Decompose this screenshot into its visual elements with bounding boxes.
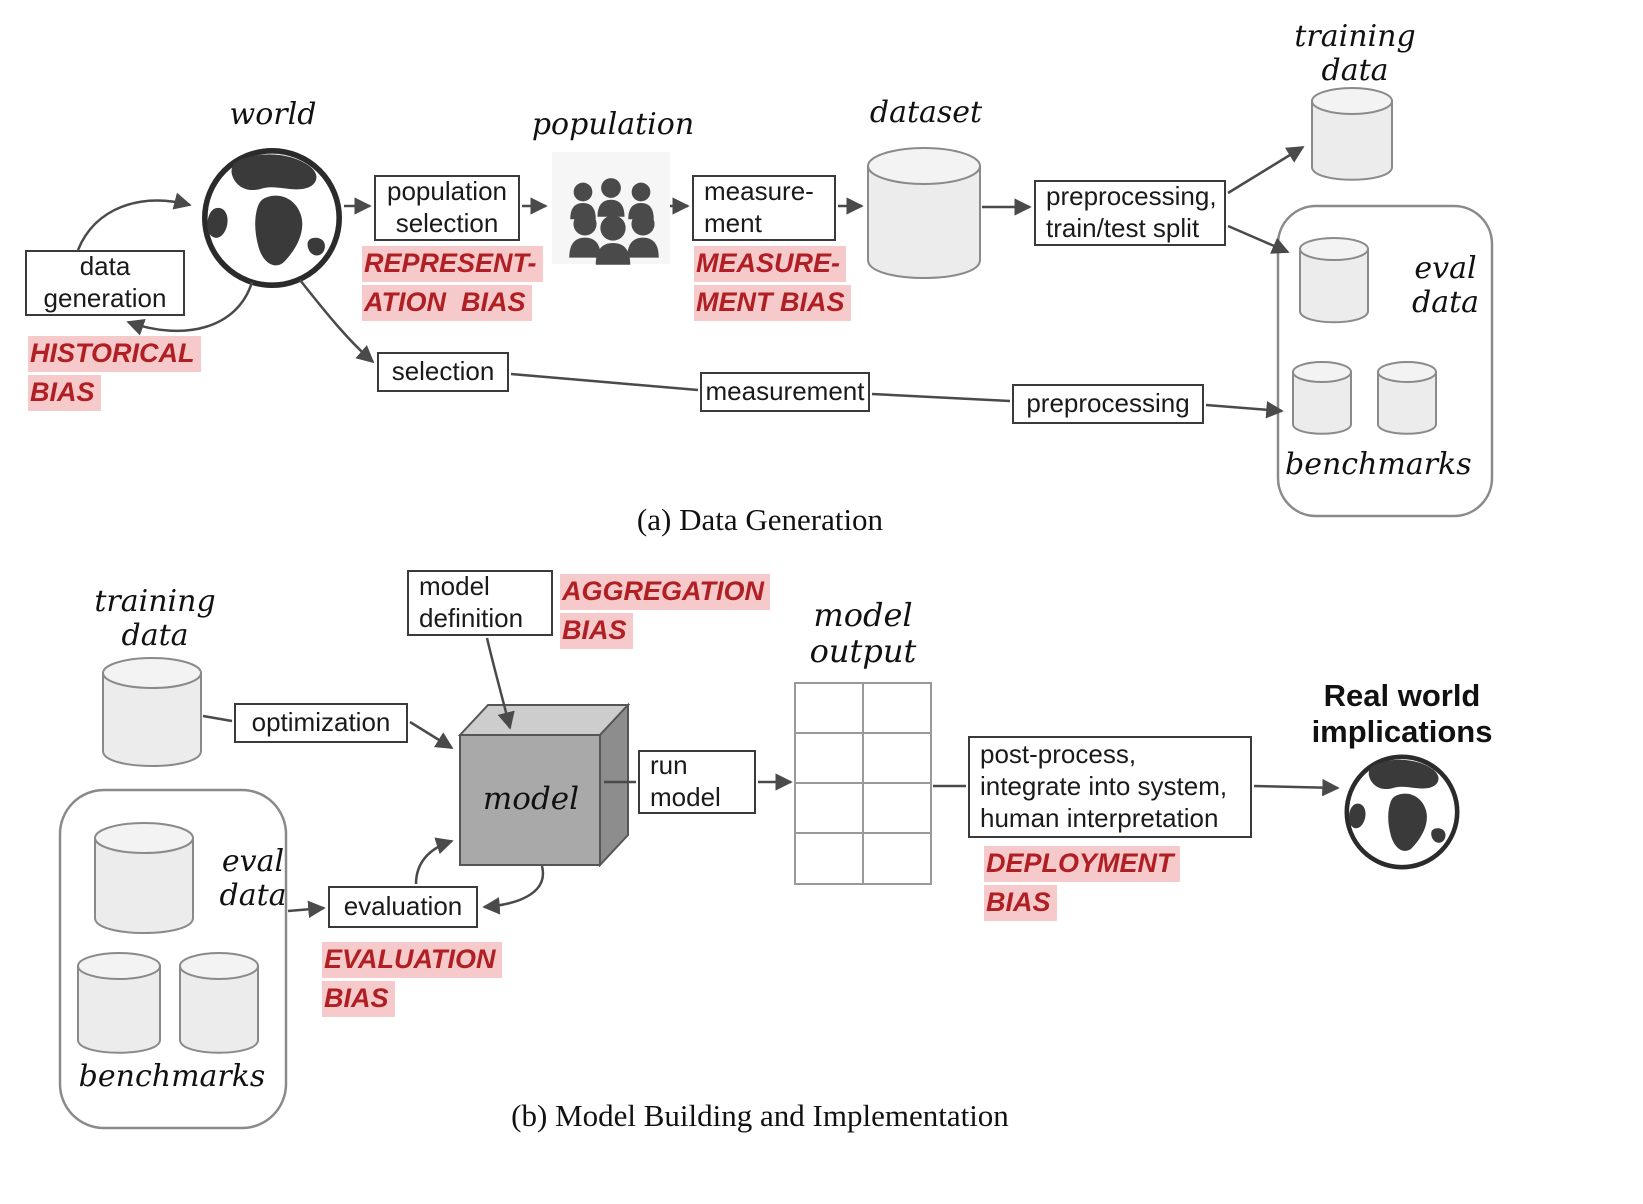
arrow-preprocessing2-to-benchmarks	[1205, 401, 1284, 419]
model-definition-box: model definition	[407, 570, 553, 636]
evaluation-box: evaluation	[328, 886, 478, 928]
arrow-modeldef-to-model	[485, 637, 515, 730]
arrow-preprocessing-to-training	[1227, 145, 1305, 195]
model-output-label: model output	[809, 596, 917, 670]
real-world-globe-icon	[1347, 757, 1457, 867]
dataset-cylinder	[867, 147, 981, 279]
world-globe-icon	[205, 151, 339, 285]
preprocessing-box: preprocessing	[1012, 384, 1204, 424]
evaluation-bias-label: EVALUATION BIAS	[322, 942, 502, 1020]
arrow-world-to-datagen	[126, 281, 254, 336]
dataset-label: dataset	[869, 95, 983, 130]
training-data-cylinder-b	[102, 657, 202, 767]
data-generation-box: data generation	[25, 250, 185, 316]
line-selection-to-measurement2	[510, 372, 699, 392]
arrow-optimization-to-model	[409, 720, 454, 750]
measurement2-box: measurement	[700, 372, 870, 412]
run-model-box: run model	[638, 750, 756, 814]
caption-b: (b) Model Building and Implementation	[511, 1098, 1009, 1133]
model-label: model	[482, 781, 580, 817]
population-label: population	[531, 107, 695, 142]
flow-arrows	[76, 145, 1340, 919]
world-label: world	[229, 97, 317, 132]
measurement-bias-label: MEASURE- MENT BIAS	[694, 246, 851, 324]
training-data-cylinder-a	[1311, 87, 1393, 181]
caption-a: (a) Data Generation	[636, 502, 884, 537]
benchmark-cylinder-b2	[179, 952, 259, 1054]
benchmark-cylinder-a2	[1377, 361, 1437, 435]
eval-data-label-b: eval data	[219, 844, 287, 913]
line-training-to-optimization	[202, 714, 233, 723]
eval-data-label-a: eval data	[1411, 251, 1480, 320]
real-world-implications-label: Real world implications	[1311, 678, 1493, 749]
arrow-model-to-evaluation	[482, 865, 545, 915]
arrow-datagen-to-world	[76, 192, 192, 251]
population-people-icon	[552, 152, 670, 265]
arrow-preprocessing-to-eval	[1227, 224, 1290, 254]
preprocessing-split-box: preprocessing, train/test split	[1034, 180, 1226, 246]
deployment-bias-label: DEPLOYMENT BIAS	[984, 846, 1180, 924]
optimization-box: optimization	[234, 703, 408, 743]
benchmarks-label-a: benchmarks	[1285, 447, 1472, 482]
representation-bias-label: REPRESENT- ATION BIAS	[362, 246, 543, 324]
historical-bias-label: HISTORICAL BIAS	[28, 336, 201, 414]
line-measurement2-to-preprocessing2	[871, 392, 1011, 403]
training-data-label-a: training data	[1294, 19, 1416, 88]
arrow-evaldata-to-evaluation	[287, 900, 326, 919]
eval-data-cylinder-b	[94, 822, 194, 934]
arrow-postprocess-to-realworld	[1253, 778, 1340, 797]
eval-data-cylinder-a	[1299, 237, 1369, 324]
selection-box: selection	[377, 352, 509, 392]
arrow-world-to-selection	[299, 279, 375, 364]
benchmark-cylinder-b1	[77, 952, 161, 1054]
post-process-box: post-process, integrate into system, hum…	[968, 736, 1252, 838]
model-output-grid	[794, 682, 932, 885]
measurement-box: measure- ment	[692, 175, 836, 241]
benchmark-cylinder-a1	[1292, 361, 1352, 435]
benchmarks-label-b: benchmarks	[78, 1059, 266, 1094]
training-data-label-b: training data	[94, 584, 216, 653]
population-selection-box: population selection	[374, 175, 520, 241]
aggregation-bias-label: AGGREGATION BIAS	[560, 574, 770, 652]
arrow-evaluation-to-model	[414, 837, 454, 885]
